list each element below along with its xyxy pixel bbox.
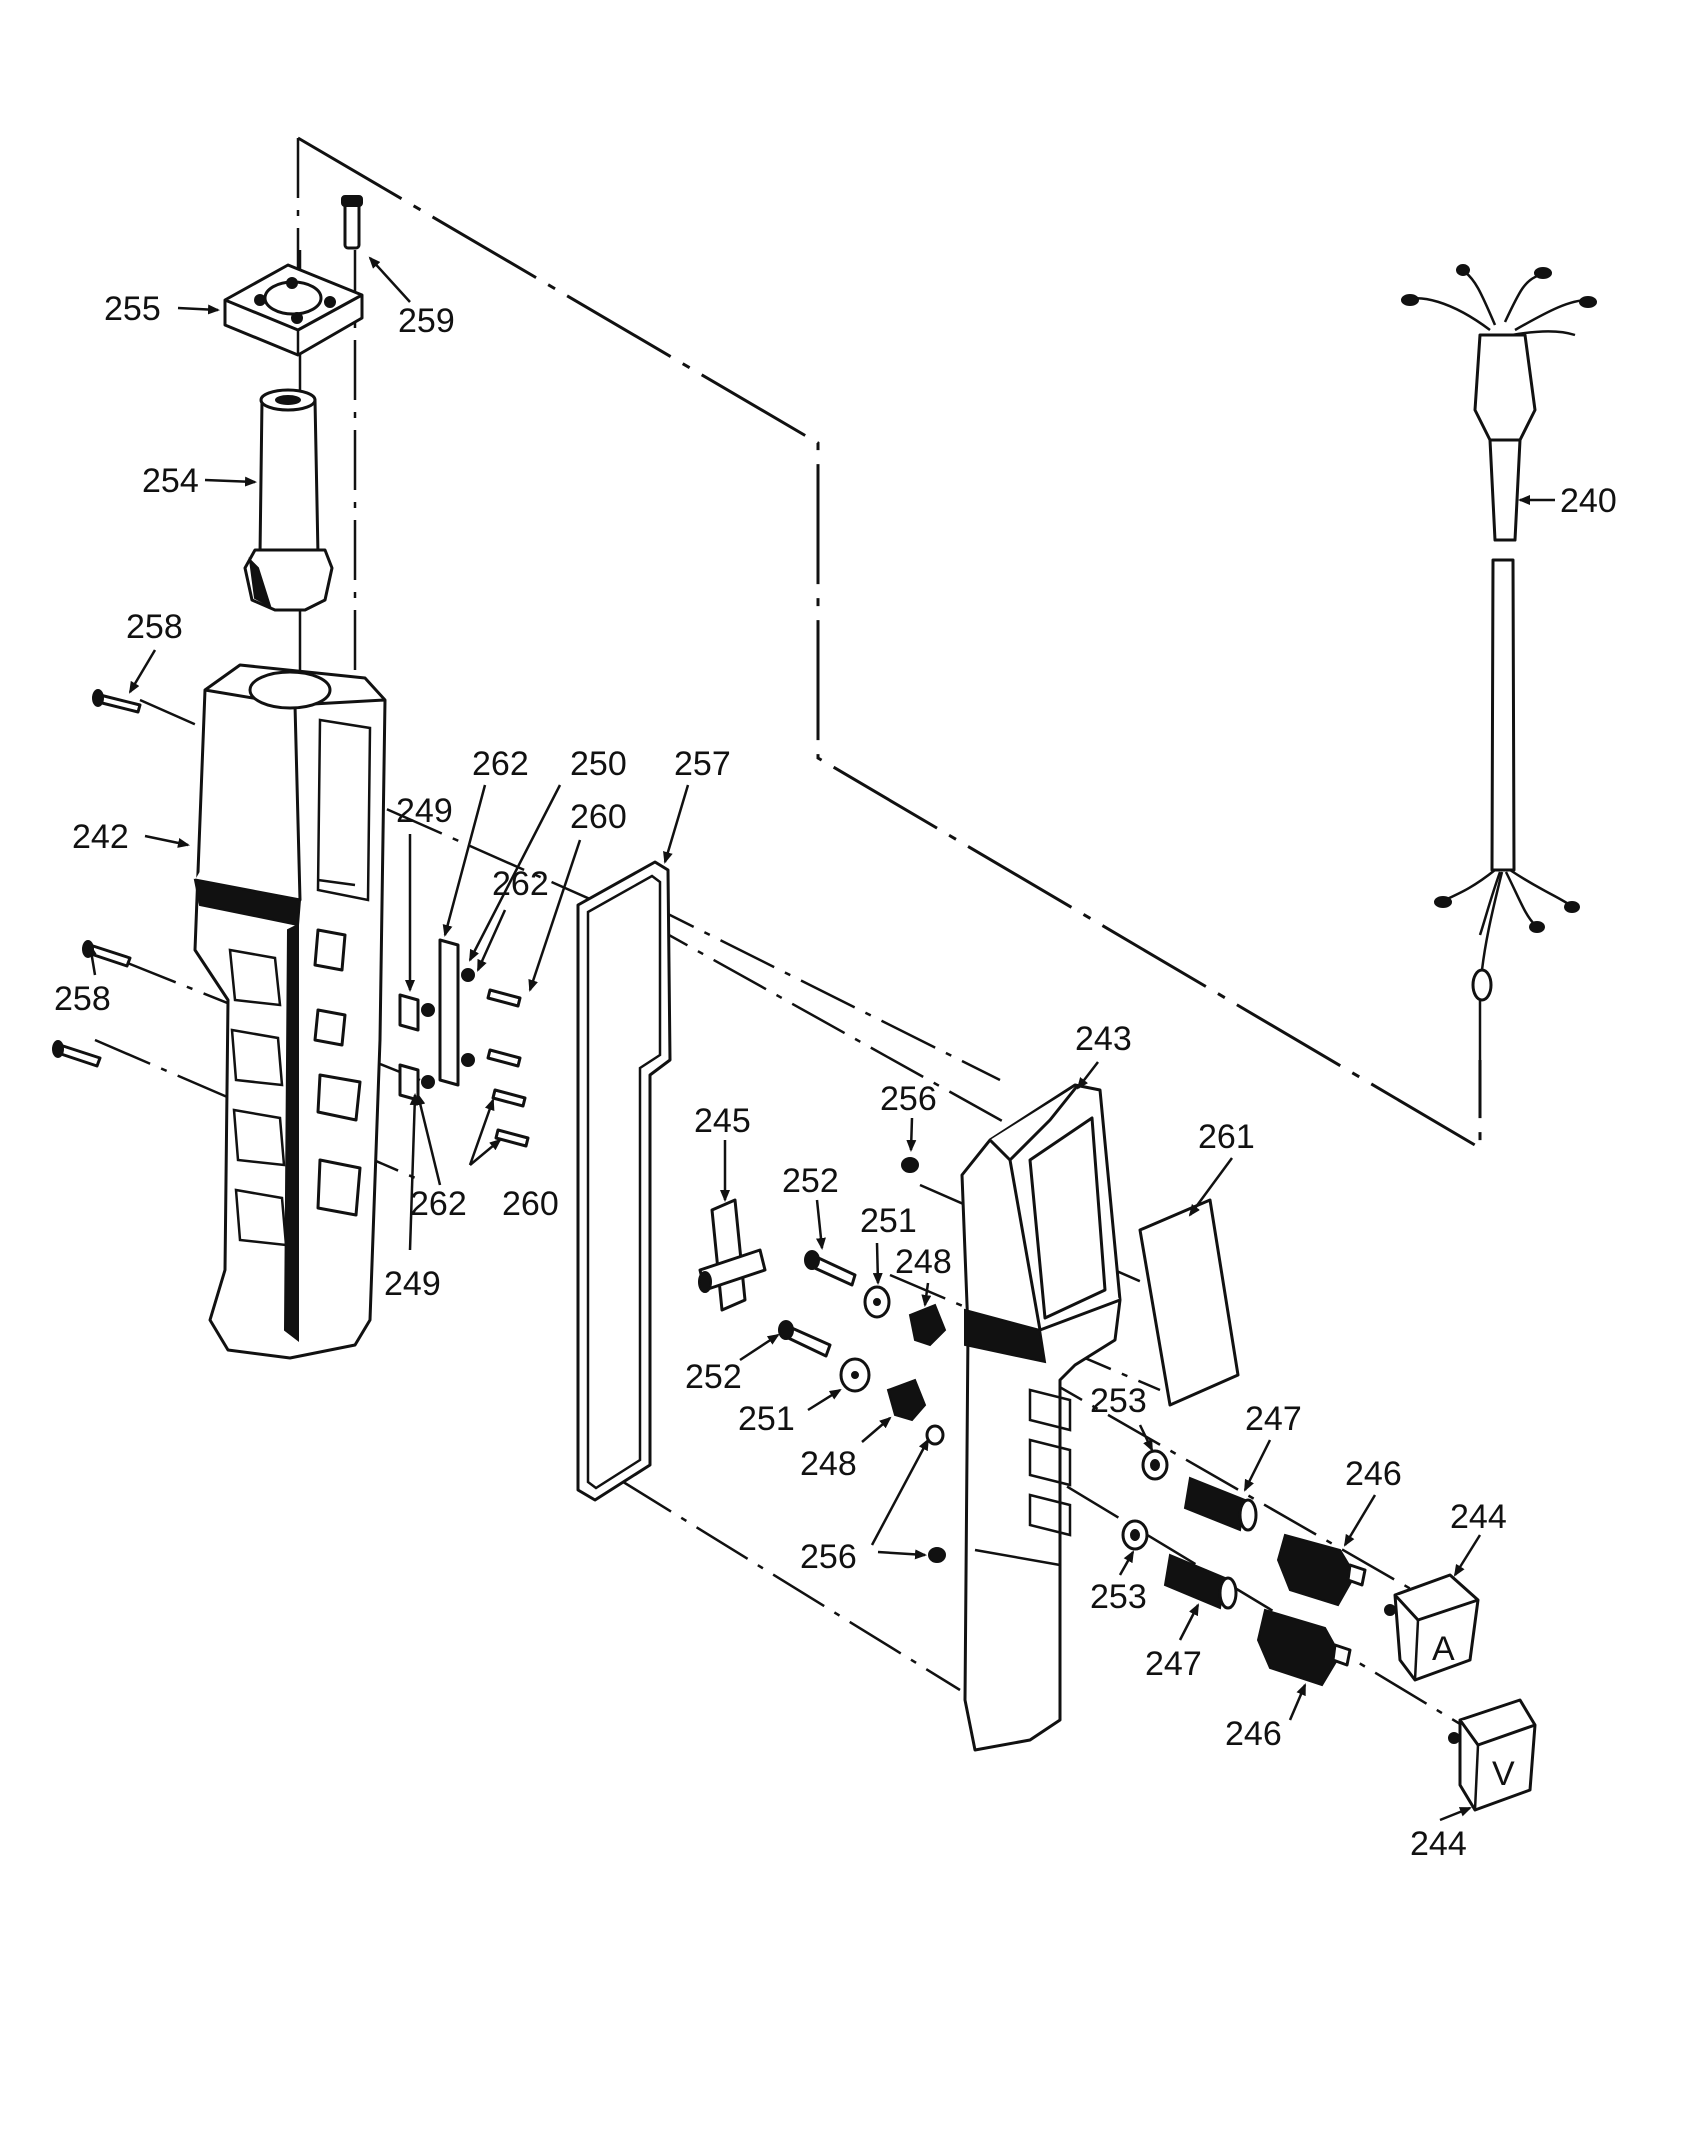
label-240: 240 bbox=[1560, 482, 1617, 520]
upper-contact-stack bbox=[804, 1250, 947, 1347]
front-housing-242 bbox=[193, 663, 387, 1360]
label-246-top: 246 bbox=[1345, 1455, 1402, 1493]
label-251-bottom: 251 bbox=[738, 1400, 795, 1438]
label-256-top: 256 bbox=[880, 1080, 937, 1118]
label-253-top: 253 bbox=[1090, 1382, 1147, 1420]
label-244-top: 244 bbox=[1450, 1498, 1507, 1536]
leader-lines bbox=[86, 256, 1555, 1822]
label-260-top: 260 bbox=[570, 798, 627, 836]
label-262-bottom: 262 bbox=[410, 1185, 467, 1223]
label-247-top: 247 bbox=[1245, 1400, 1302, 1438]
mounting-plate-255 bbox=[223, 263, 364, 357]
label-243: 243 bbox=[1075, 1020, 1132, 1058]
push-buttons-244: A V bbox=[1384, 1573, 1537, 1812]
label-261: 261 bbox=[1198, 1118, 1255, 1156]
label-254: 254 bbox=[142, 462, 199, 500]
label-245: 245 bbox=[694, 1102, 751, 1140]
lower-contact-stack bbox=[778, 1320, 927, 1422]
label-242: 242 bbox=[72, 818, 129, 856]
o-rings-256 bbox=[901, 1157, 946, 1563]
contact-block-parts bbox=[398, 938, 530, 1148]
label-258-top: 258 bbox=[126, 608, 183, 646]
plungers-246 bbox=[1256, 1533, 1367, 1687]
label-plate-261 bbox=[1138, 1198, 1240, 1407]
label-260-bottom: 260 bbox=[502, 1185, 559, 1223]
label-255: 255 bbox=[104, 290, 161, 328]
label-262-mid: 262 bbox=[492, 865, 549, 903]
label-244-bottom: 244 bbox=[1410, 1825, 1467, 1863]
label-250: 250 bbox=[570, 745, 627, 783]
springs-247 bbox=[1163, 1476, 1258, 1610]
label-249-bottom: 249 bbox=[384, 1265, 441, 1303]
label-248-top: 248 bbox=[895, 1243, 952, 1281]
label-259: 259 bbox=[398, 302, 455, 340]
up-button-glyph: A bbox=[1432, 1630, 1455, 1668]
part-number-labels: 255 259 254 258 242 258 249 262 250 260 … bbox=[54, 290, 1617, 1863]
label-258-bottom: 258 bbox=[54, 980, 111, 1018]
sleeve-254 bbox=[243, 388, 334, 612]
washers-253 bbox=[1121, 1449, 1169, 1551]
gasket-257 bbox=[576, 860, 672, 1502]
label-252-top: 252 bbox=[782, 1162, 839, 1200]
rear-housing-243 bbox=[960, 1083, 1122, 1752]
wire-harness-240 bbox=[1401, 264, 1597, 1002]
label-249-top: 249 bbox=[396, 792, 453, 830]
label-253-bottom: 253 bbox=[1090, 1578, 1147, 1616]
label-262-top: 262 bbox=[472, 745, 529, 783]
label-248-bottom: 248 bbox=[800, 1445, 857, 1483]
label-252-bottom: 252 bbox=[685, 1358, 742, 1396]
bracket-245 bbox=[698, 1198, 767, 1312]
down-button-glyph: V bbox=[1492, 1755, 1515, 1793]
screw-259 bbox=[341, 195, 363, 250]
assembly-frame-lines bbox=[296, 136, 1482, 1151]
label-251-top: 251 bbox=[860, 1202, 917, 1240]
label-256-bottom: 256 bbox=[800, 1538, 857, 1576]
label-257: 257 bbox=[674, 745, 731, 783]
label-247-bottom: 247 bbox=[1145, 1645, 1202, 1683]
label-246-bottom: 246 bbox=[1225, 1715, 1282, 1753]
